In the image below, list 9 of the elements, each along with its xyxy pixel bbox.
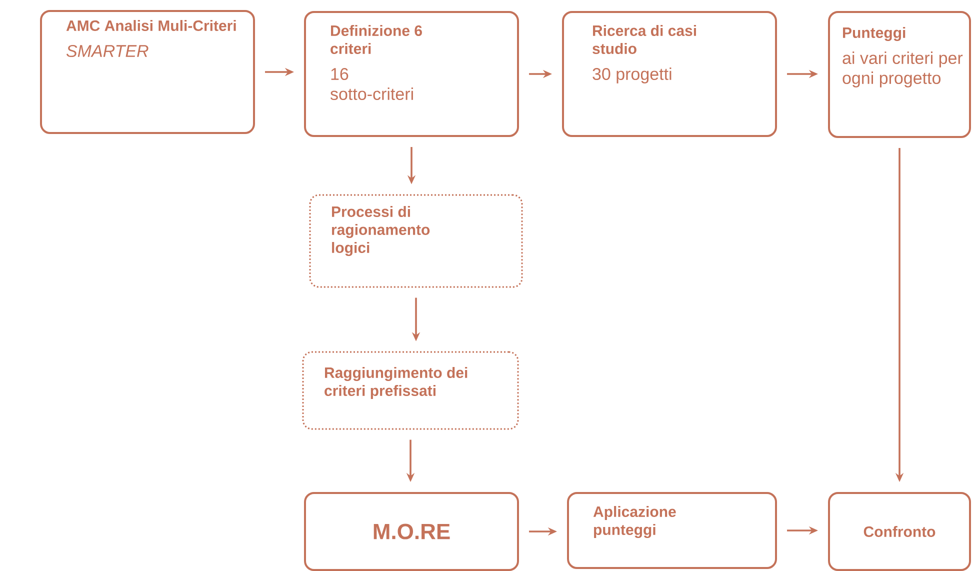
process-box: Ricerca di casi studio 30 progetti xyxy=(562,11,777,137)
dotted-process-box: Processi di ragionamento logici xyxy=(309,194,523,288)
process-box: AMC Analisi Muli-Criteri SMARTER xyxy=(40,10,255,134)
process-box: Punteggi ai vari criteri per ogni progetto xyxy=(828,11,971,138)
process-box: M.O.RE xyxy=(304,492,519,571)
process-box: Aplicazione punteggi xyxy=(567,492,777,569)
process-box: Definizione 6 criteri 16 sotto-criteri xyxy=(304,11,519,137)
process-box: Confronto xyxy=(828,492,971,571)
dotted-process-box: Raggiungimento dei criteri prefissati xyxy=(302,351,519,430)
